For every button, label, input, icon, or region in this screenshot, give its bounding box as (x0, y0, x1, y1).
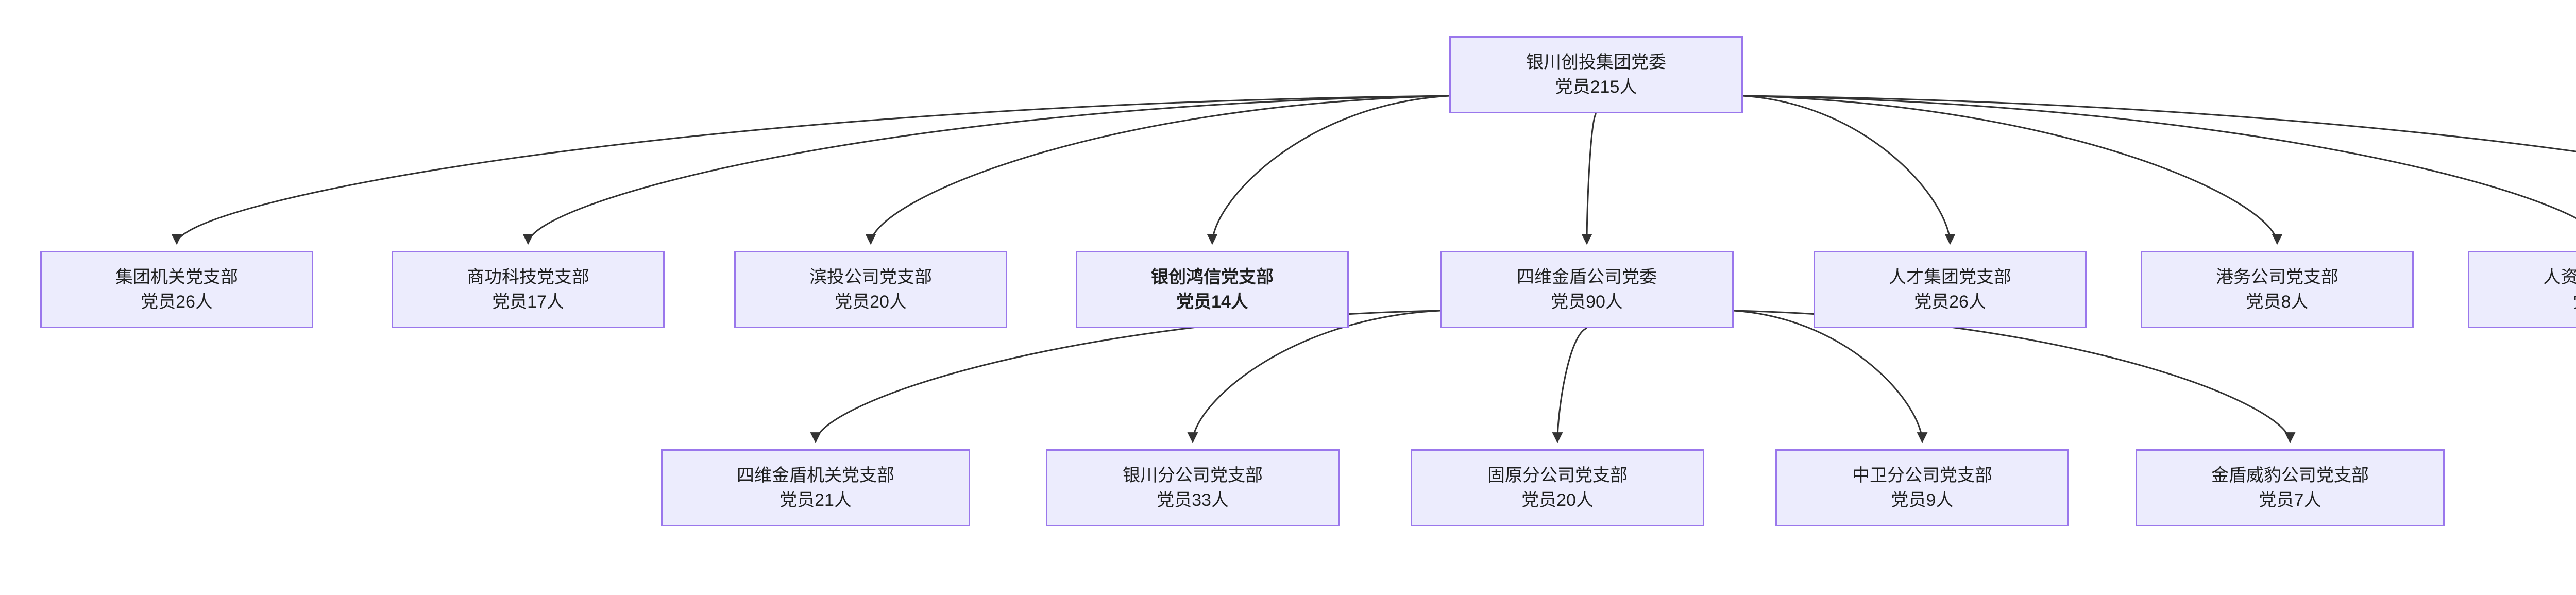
org-node-zhongwei_fg[interactable]: 中卫分公司党支部党员9人 (1775, 449, 2069, 526)
org-node-members: 党员5人 (2573, 290, 2576, 314)
edge-siwei-to-yinchuan_fg (1187, 310, 1440, 444)
edge-root-to-landun (1742, 95, 2576, 152)
org-node-name: 固原分公司党支部 (1487, 465, 1628, 485)
org-node-name: 人才集团党支部 (1889, 267, 2011, 287)
org-node-name: 银创鸿信党支部 (1151, 267, 1274, 287)
org-node-members: 党员9人 (1891, 490, 1954, 510)
org-node-members: 党员7人 (2259, 490, 2321, 510)
edge-root-to-jituan (171, 95, 1450, 245)
edge-root-to-yinchuang (1207, 95, 1450, 245)
org-node-name: 金盾威豹公司党支部 (2211, 465, 2369, 485)
org-node-guyuan_fg[interactable]: 固原分公司党支部党员20人 (1411, 449, 1704, 526)
org-node-members: 党员14人 (1176, 292, 1248, 312)
edge-siwei-to-siwei_jg (810, 310, 1440, 444)
edge-root-to-renzi (1742, 95, 2576, 219)
org-node-name: 银川创投集团党委 (1526, 52, 1666, 72)
org-node-members: 党员20人 (835, 292, 907, 312)
org-node-siwei[interactable]: 四维金盾公司党委党员90人 (1440, 251, 1734, 328)
org-node-name: 四维金盾机关党支部 (737, 465, 894, 485)
edge-root-to-gangwu (1742, 95, 2283, 245)
org-node-members: 党员33人 (1157, 490, 1229, 510)
org-node-jituan[interactable]: 集团机关党支部党员26人 (40, 251, 313, 328)
org-node-bintou[interactable]: 滨投公司党支部党员20人 (734, 251, 1007, 328)
org-node-name: 银川分公司党支部 (1123, 465, 1263, 485)
org-node-name: 商功科技党支部 (467, 267, 589, 287)
org-node-rencai[interactable]: 人才集团党支部党员26人 (1814, 251, 2087, 328)
org-node-renzi[interactable]: 人资公司党支部党员5人 (2468, 251, 2576, 328)
org-node-members: 党员20人 (1521, 490, 1594, 510)
org-node-name: 人资公司党支部 (2543, 267, 2576, 287)
org-node-shanggong[interactable]: 商功科技党支部党员17人 (392, 251, 665, 328)
org-node-gangwu[interactable]: 港务公司党支部党员8人 (2141, 251, 2414, 328)
org-node-name: 四维金盾公司党委 (1517, 267, 1657, 287)
org-node-root[interactable]: 银川创投集团党委党员215人 (1449, 36, 1743, 113)
edge-siwei-to-guyuan_fg (1552, 327, 1587, 444)
edge-root-to-shanggong (522, 95, 1450, 245)
org-node-members: 党员26人 (141, 292, 213, 312)
org-node-members: 党员21人 (779, 490, 852, 510)
org-node-name: 中卫分公司党支部 (1852, 465, 1992, 485)
org-node-yinchuan_fg[interactable]: 银川分公司党支部党员33人 (1046, 449, 1340, 526)
org-node-name: 集团机关党支部 (115, 267, 238, 287)
org-node-members: 党员17人 (492, 292, 564, 312)
org-node-name: 港务公司党支部 (2216, 267, 2338, 287)
edge-siwei-to-zhongwei_fg (1733, 310, 1928, 444)
org-node-siwei_jg[interactable]: 四维金盾机关党支部党员21人 (661, 449, 970, 526)
org-node-name: 滨投公司党支部 (809, 267, 932, 287)
edge-siwei-to-jindun_wb (1733, 310, 2296, 444)
edge-root-to-rencai (1742, 95, 1956, 245)
org-node-jindun_wb[interactable]: 金盾威豹公司党支部党员7人 (2136, 449, 2445, 526)
org-node-members: 党员8人 (2246, 292, 2309, 312)
edge-root-to-siwei (1581, 113, 1597, 245)
edge-root-to-bintou (865, 95, 1450, 245)
org-node-members: 党员90人 (1551, 292, 1623, 312)
org-node-yinchuang[interactable]: 银创鸿信党支部党员14人 (1076, 251, 1349, 328)
org-node-members: 党员26人 (1914, 292, 1986, 312)
org-node-members: 党员215人 (1555, 77, 1637, 97)
